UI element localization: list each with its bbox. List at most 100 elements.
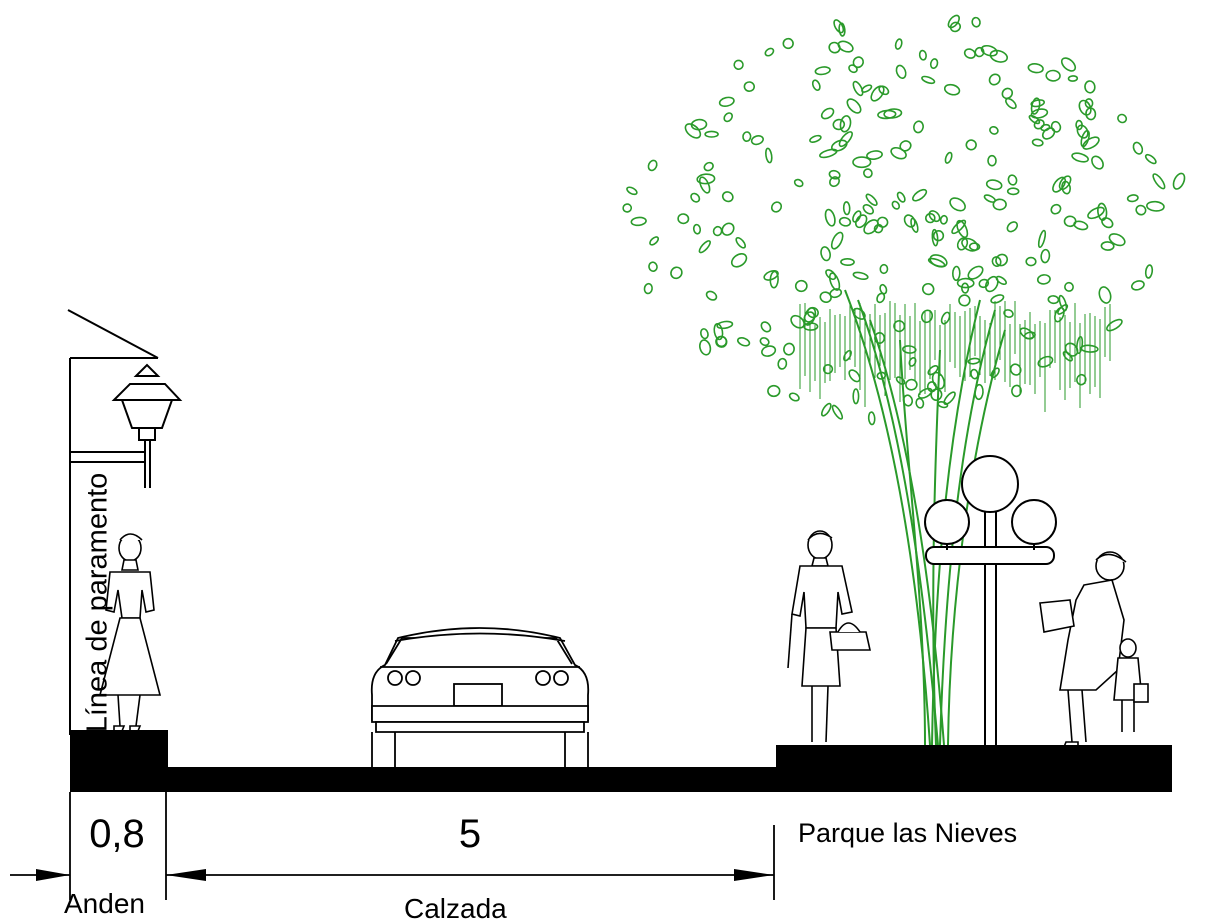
leaf [854,214,868,229]
leaf [867,411,876,426]
leaf [917,387,933,399]
leaf [879,283,888,295]
pavement [70,730,1172,792]
adult-with-child-icon [1039,551,1149,748]
leaf [921,75,936,85]
leaf [1172,172,1186,190]
leaf [895,64,907,79]
leaf [852,388,860,405]
leaf [820,402,832,417]
leaf [895,376,906,385]
leaf [1071,152,1089,163]
leaf [852,271,869,280]
leaf [782,37,794,50]
leaf [1037,355,1054,368]
leaf [1117,113,1128,124]
leaf [876,292,886,304]
leaf [861,84,873,93]
leaf [733,59,744,70]
leaf [939,214,948,225]
leaf [1062,350,1073,362]
leaf [878,85,890,96]
leaf [622,203,633,213]
leaf [777,357,788,370]
leaf [852,210,862,223]
leaf [699,328,709,340]
leaf [750,135,764,146]
leaf [759,337,770,347]
leaf [920,309,934,324]
leaf [1045,69,1061,82]
leaf [1108,233,1126,247]
leaf [1028,114,1041,125]
leaf [958,294,971,307]
leaf [1050,203,1062,215]
leaf [649,236,660,246]
leaf [1027,63,1044,74]
leaf [940,311,951,325]
leaf [712,225,723,237]
leaf [692,223,702,235]
leaf [703,161,714,172]
leaf [956,219,969,239]
leaf [723,112,733,123]
leaf [838,22,846,37]
leaf [1006,187,1020,196]
leaf [735,236,747,249]
leaf [788,392,800,402]
leaf [873,223,884,234]
leaf [793,178,804,188]
leaf [1007,174,1018,186]
leaf [931,228,939,247]
leaf [1037,229,1047,249]
leaf [648,261,658,272]
facade-line-label: Línea de paramento [81,472,114,733]
leaf [825,269,837,281]
roadway-label: Calzada [404,893,507,924]
woman-with-bag-icon [787,530,871,743]
leaf [876,216,889,228]
leaf [991,256,1002,268]
leaf [1033,119,1045,130]
leaf [1064,281,1074,292]
leaf [1036,274,1051,285]
leaf [1030,99,1046,108]
leaf [684,123,702,139]
leaf [967,357,981,365]
leaf [828,272,841,291]
leaf [912,188,928,202]
leaf [883,108,903,119]
leaf [842,201,851,216]
leaf [698,176,711,194]
leaf [1025,256,1037,267]
leaf [1106,318,1123,332]
leaf [865,193,878,207]
leaf [944,151,953,164]
leaf [1130,280,1145,291]
leaf [990,294,1005,304]
leaf [1135,204,1147,216]
leaf [879,263,889,275]
leaf [705,290,718,301]
leaf [921,282,935,296]
leaf [699,339,712,356]
leaf [949,197,966,212]
leaf [951,265,961,282]
leaf [866,150,883,161]
leaf [1060,57,1077,72]
leaf [1132,141,1144,155]
leaf [1047,295,1060,305]
leaf [828,169,841,180]
leaf [965,139,977,151]
leaf [1040,248,1051,264]
pedestrian-icon [98,533,162,732]
leaf [1076,335,1084,355]
leaf [971,16,981,28]
leaf [715,335,728,348]
leaf [1146,200,1165,212]
leaf [989,125,999,135]
leaf [1144,153,1157,165]
leaf [915,397,925,409]
leaf [828,41,841,54]
